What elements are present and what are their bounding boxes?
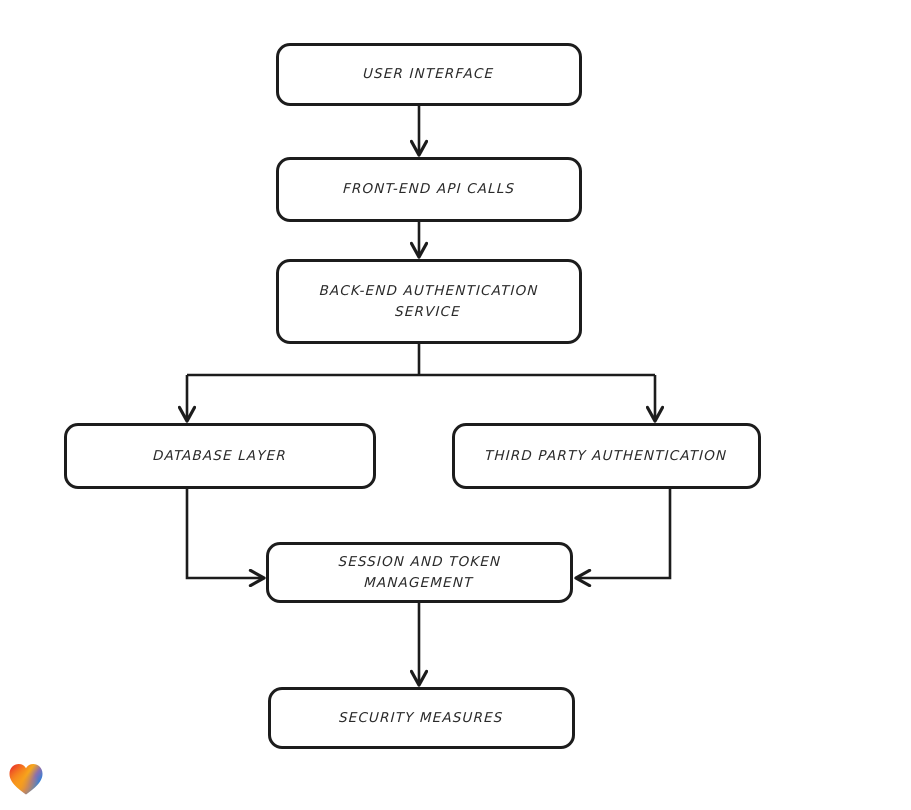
node-user-interface[interactable]: USER INTERFACE: [276, 43, 582, 106]
node-database-layer-label: DATABASE LAYER: [152, 447, 288, 464]
edge-database-to-session: [185, 489, 263, 578]
node-frontend-api-calls[interactable]: FRONT-END API CALLS: [276, 157, 582, 222]
node-frontend-api-calls-label: FRONT-END API CALLS: [342, 181, 516, 198]
edge-thirdparty-to-session: [577, 489, 672, 578]
node-security-measures-label: SECURITY MEASURES: [338, 709, 505, 726]
heart-icon: [9, 764, 43, 795]
node-database-layer[interactable]: DATABASE LAYER: [64, 423, 376, 489]
node-session-and-token-management-label: SESSION AND TOKEN MANAGEMENT: [338, 553, 502, 591]
node-user-interface-label: USER INTERFACE: [363, 66, 496, 83]
node-third-party-authentication[interactable]: THIRD PARTY AUTHENTICATION: [452, 423, 761, 489]
node-session-and-token-management[interactable]: SESSION AND TOKEN MANAGEMENT: [266, 542, 573, 603]
node-backend-authentication-service-label: BACK-END AUTHENTICATION SERVICE: [319, 282, 540, 320]
node-backend-authentication-service[interactable]: BACK-END AUTHENTICATION SERVICE: [276, 259, 582, 344]
node-third-party-authentication-label: THIRD PARTY AUTHENTICATION: [484, 447, 729, 464]
node-security-measures[interactable]: SECURITY MEASURES: [268, 687, 575, 749]
